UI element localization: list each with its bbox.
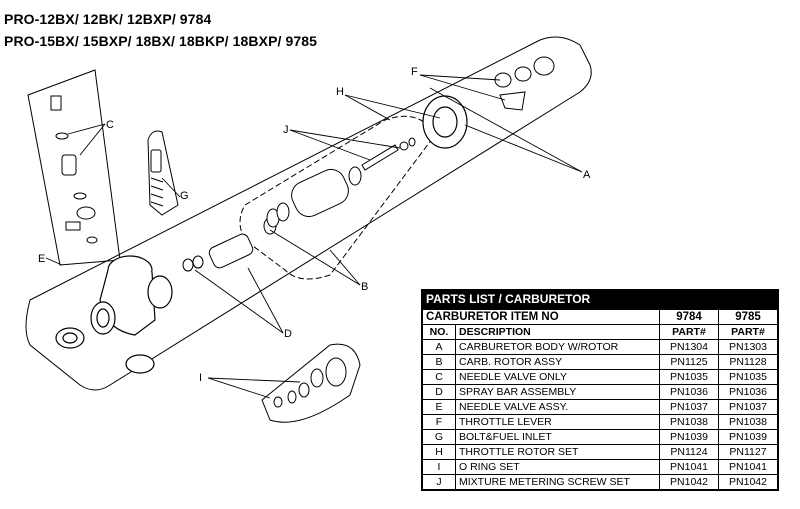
part-no: G [422, 429, 456, 445]
callout-D: D [284, 328, 292, 340]
part-num-9785: PN1038 [718, 414, 778, 430]
part-num-9784: PN1124 [659, 444, 719, 460]
parts-list: PARTS LIST / CARBURETOR CARBURETOR ITEM … [421, 289, 779, 491]
part-num-9784: PN1038 [659, 414, 719, 430]
carburetor-body [55, 255, 173, 374]
callout-J: J [283, 124, 289, 136]
part-num-9784: PN1304 [659, 339, 719, 355]
part-num-9784: PN1125 [659, 354, 719, 370]
parts-list-heading: PARTS LIST / CARBURETOR [422, 290, 778, 309]
part-num-9784: PN1041 [659, 459, 719, 475]
title-models-9784: PRO-12BX/ 12BK/ 12BXP/ 9784 [4, 11, 212, 27]
part-desc: THROTTLE LEVER [455, 414, 660, 430]
needle-valve-parts [50, 95, 98, 244]
callout-F: F [411, 66, 418, 78]
part-no: H [422, 444, 456, 460]
part-num-9785: PN1035 [718, 369, 778, 385]
throttle-lever [494, 56, 555, 111]
part-num-9785: PN1039 [718, 429, 778, 445]
part-no: F [422, 414, 456, 430]
model-9785-header: 9785 [718, 309, 778, 325]
part-desc: NEEDLE VALVE ONLY [455, 369, 660, 385]
bolt-part [150, 149, 164, 207]
item-no-header: CARBURETOR ITEM NO [422, 309, 660, 325]
parts-header-row: CARBURETOR ITEM NO 9784 9785 [422, 309, 778, 325]
part-no: B [422, 354, 456, 370]
rotor-group-outline [239, 115, 436, 280]
part-desc: CARB. ROTOR ASSY [455, 354, 660, 370]
callout-E: E [38, 253, 45, 265]
rotor-assembly [266, 166, 362, 228]
part-no: A [422, 339, 456, 355]
part-num-9784: PN1042 [659, 474, 719, 490]
throttle-rotor [422, 95, 468, 149]
part-num-9785: PN1036 [718, 384, 778, 400]
oring-set [273, 357, 347, 408]
part-num-9784: PN1035 [659, 369, 719, 385]
parts-column-header-row: NO. DESCRIPTION PART# PART# [422, 324, 778, 340]
part-desc: CARBURETOR BODY W/ROTOR [455, 339, 660, 355]
callout-A: A [583, 169, 591, 181]
callout-H: H [336, 86, 344, 98]
part-num-9785: PN1303 [718, 339, 778, 355]
part-no: C [422, 369, 456, 385]
part-desc: O RING SET [455, 459, 660, 475]
part-no: D [422, 384, 456, 400]
part-num-9784: PN1037 [659, 399, 719, 415]
part-no: I [422, 459, 456, 475]
part-no: J [422, 474, 456, 490]
col-no-header: NO. [422, 324, 456, 340]
bolt-outline [147, 130, 179, 216]
part-desc: THROTTLE ROTOR SET [455, 444, 660, 460]
part-desc: SPRAY BAR ASSEMBLY [455, 384, 660, 400]
metering-screw [361, 137, 416, 171]
col-desc-header: DESCRIPTION [455, 324, 660, 340]
callout-I: I [199, 372, 202, 384]
part-num-9785: PN1041 [718, 459, 778, 475]
part-num-9785: PN1128 [718, 354, 778, 370]
callout-G: G [180, 190, 189, 202]
part-num-9785: PN1042 [718, 474, 778, 490]
title-models-9785: PRO-15BX/ 15BXP/ 18BX/ 18BKP/ 18BXP/ 978… [4, 33, 318, 49]
col-part-a-header: PART# [659, 324, 719, 340]
part-num-9785: PN1037 [718, 399, 778, 415]
col-part-b-header: PART# [718, 324, 778, 340]
part-num-9785: PN1127 [718, 444, 778, 460]
assembly-outline [25, 36, 592, 391]
callout-B: B [361, 281, 368, 293]
leader-lines [45, 74, 583, 399]
part-desc: MIXTURE METERING SCREW SET [455, 474, 660, 490]
part-num-9784: PN1036 [659, 384, 719, 400]
part-desc: BOLT&FUEL INLET [455, 429, 660, 445]
spray-bar-parts [182, 217, 277, 272]
callout-C: C [106, 119, 114, 131]
parts-table: CARBURETOR ITEM NO 9784 9785 NO. DESCRIP… [422, 309, 778, 490]
part-desc: NEEDLE VALVE ASSY. [455, 399, 660, 415]
oring-outline [261, 343, 361, 423]
part-no: E [422, 399, 456, 415]
model-9784-header: 9784 [659, 309, 719, 325]
part-num-9784: PN1039 [659, 429, 719, 445]
